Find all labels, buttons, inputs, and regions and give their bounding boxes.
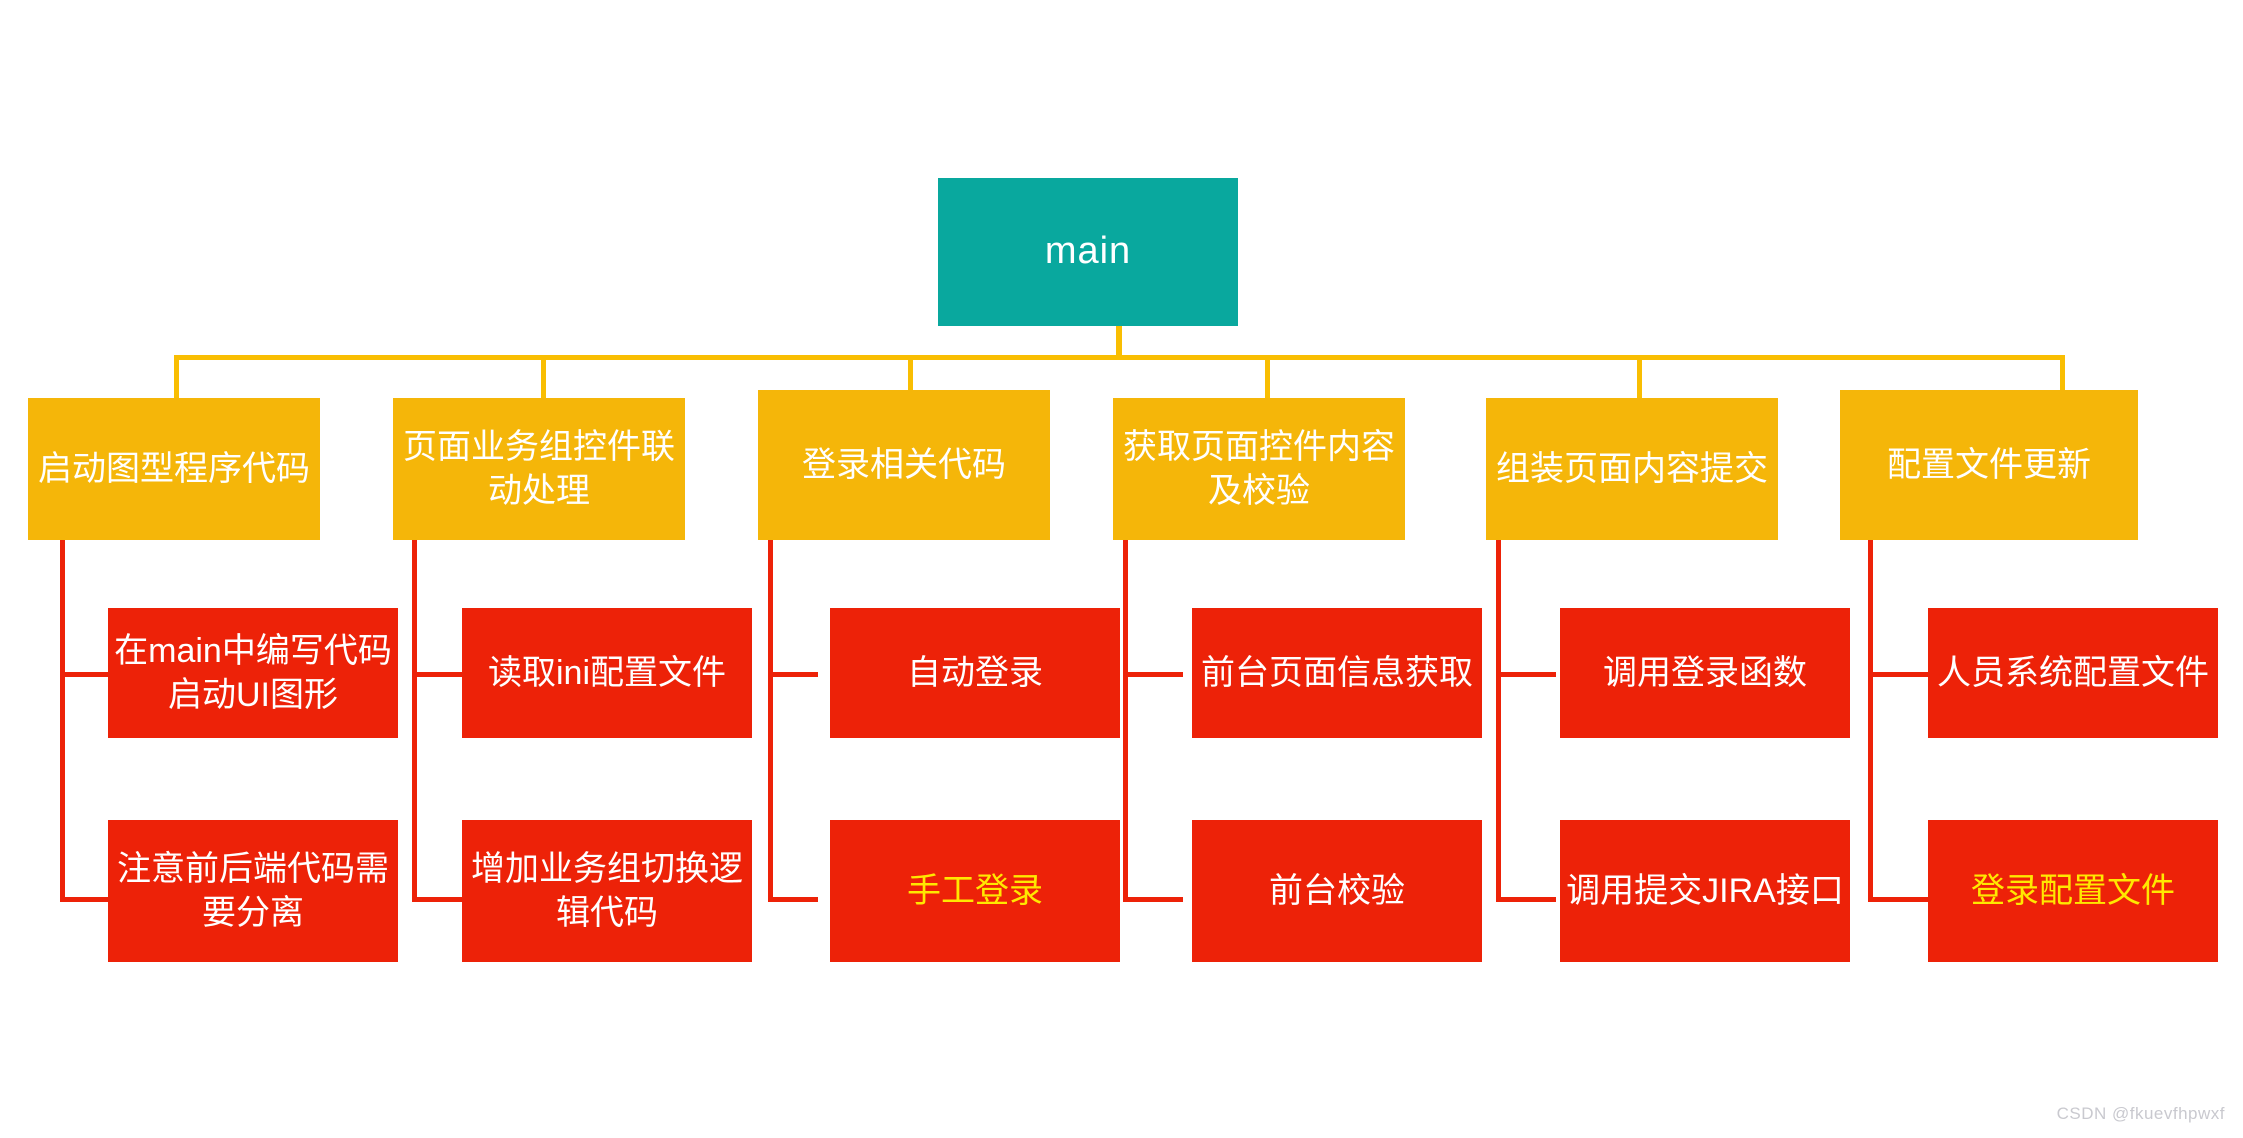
node-leaf-label: 调用登录函数 — [1603, 653, 1807, 692]
node-leaf-label: 增加业务组切换逻辑代码 — [471, 849, 743, 932]
node-leaf-label: 在main中编写代码启动UI图形 — [114, 631, 392, 714]
node-branch-label: 配置文件更新 — [1887, 445, 2091, 484]
connector-drop-b6 — [2060, 355, 2065, 398]
node-leaf-separate-frontend-backend[interactable]: 注意前后端代码需要分离 — [108, 820, 398, 962]
node-leaf-label: 登录配置文件 — [1971, 871, 2175, 910]
node-leaf-read-ini[interactable]: 读取ini配置文件 — [462, 608, 752, 738]
node-branch-login-code[interactable]: 登录相关代码 — [758, 390, 1050, 540]
node-branch-label: 登录相关代码 — [802, 445, 1006, 484]
connector-drop-b1 — [174, 355, 179, 398]
node-leaf-label: 人员系统配置文件 — [1937, 653, 2209, 692]
node-leaf-login-config-file[interactable]: 登录配置文件 — [1928, 820, 2218, 962]
node-branch-startup-graphics[interactable]: 启动图型程序代码 — [28, 398, 320, 540]
node-leaf-frontend-info-fetch[interactable]: 前台页面信息获取 — [1192, 608, 1482, 738]
connector-drop-b3 — [908, 355, 913, 398]
node-leaf-group-switch-logic[interactable]: 增加业务组切换逻辑代码 — [462, 820, 752, 962]
node-branch-label: 启动图型程序代码 — [38, 449, 310, 488]
connector-root-stem — [1116, 325, 1122, 358]
node-leaf-label: 读取ini配置文件 — [487, 653, 727, 692]
connector-stub-b4c1 — [1123, 672, 1183, 677]
connector-stub-b2c1 — [412, 672, 462, 677]
node-branch-label: 页面业务组控件联动处理 — [403, 427, 675, 510]
connector-spine-b3 — [768, 540, 773, 902]
connector-drop-b2 — [541, 355, 546, 398]
connector-stub-b1c1 — [60, 672, 110, 677]
connector-stub-b5c2 — [1496, 897, 1556, 902]
node-branch-label: 获取页面控件内容及校验 — [1123, 427, 1395, 510]
node-leaf-call-login-function[interactable]: 调用登录函数 — [1560, 608, 1850, 738]
node-leaf-label: 调用提交JIRA接口 — [1566, 871, 1844, 910]
connector-stub-b4c2 — [1123, 897, 1183, 902]
node-branch-fetch-validate[interactable]: 获取页面控件内容及校验 — [1113, 398, 1405, 540]
node-branch-config-update[interactable]: 配置文件更新 — [1840, 390, 2138, 540]
connector-stub-b3c2 — [768, 897, 818, 902]
connector-stub-b1c2 — [60, 897, 110, 902]
node-leaf-label: 注意前后端代码需要分离 — [117, 849, 389, 932]
node-leaf-auto-login[interactable]: 自动登录 — [830, 608, 1120, 738]
node-leaf-frontend-validation[interactable]: 前台校验 — [1192, 820, 1482, 962]
node-branch-page-widget-linkage[interactable]: 页面业务组控件联动处理 — [393, 398, 685, 540]
node-branch-label: 组装页面内容提交 — [1496, 449, 1768, 488]
connector-spine-b2 — [412, 540, 417, 902]
node-leaf-label: 自动登录 — [907, 653, 1043, 692]
connector-stub-b2c2 — [412, 897, 462, 902]
connector-spine-b1 — [60, 540, 65, 902]
node-leaf-personnel-config-file[interactable]: 人员系统配置文件 — [1928, 608, 2218, 738]
node-root-label: main — [1044, 230, 1132, 273]
connector-drop-b5 — [1637, 355, 1642, 398]
connector-stub-b5c1 — [1496, 672, 1556, 677]
connector-stub-b6c2 — [1868, 897, 1928, 902]
node-leaf-write-main-ui[interactable]: 在main中编写代码启动UI图形 — [108, 608, 398, 738]
node-leaf-label: 前台校验 — [1269, 871, 1405, 910]
connector-spine-b5 — [1496, 540, 1501, 902]
connector-spine-b4 — [1123, 540, 1128, 902]
connector-horizontal-bus — [174, 355, 2064, 360]
node-leaf-label: 前台页面信息获取 — [1201, 653, 1473, 692]
node-leaf-label: 手工登录 — [907, 871, 1043, 910]
node-leaf-call-jira-api[interactable]: 调用提交JIRA接口 — [1560, 820, 1850, 962]
connector-drop-b4 — [1265, 355, 1270, 398]
connector-stub-b3c1 — [768, 672, 818, 677]
connector-stub-b6c1 — [1868, 672, 1928, 677]
node-root-main[interactable]: main — [938, 178, 1238, 326]
csdn-watermark: CSDN @fkuevfhpwxf — [2056, 1104, 2225, 1123]
node-branch-assemble-submit[interactable]: 组装页面内容提交 — [1486, 398, 1778, 540]
node-leaf-manual-login[interactable]: 手工登录 — [830, 820, 1120, 962]
connector-spine-b6 — [1868, 540, 1873, 902]
